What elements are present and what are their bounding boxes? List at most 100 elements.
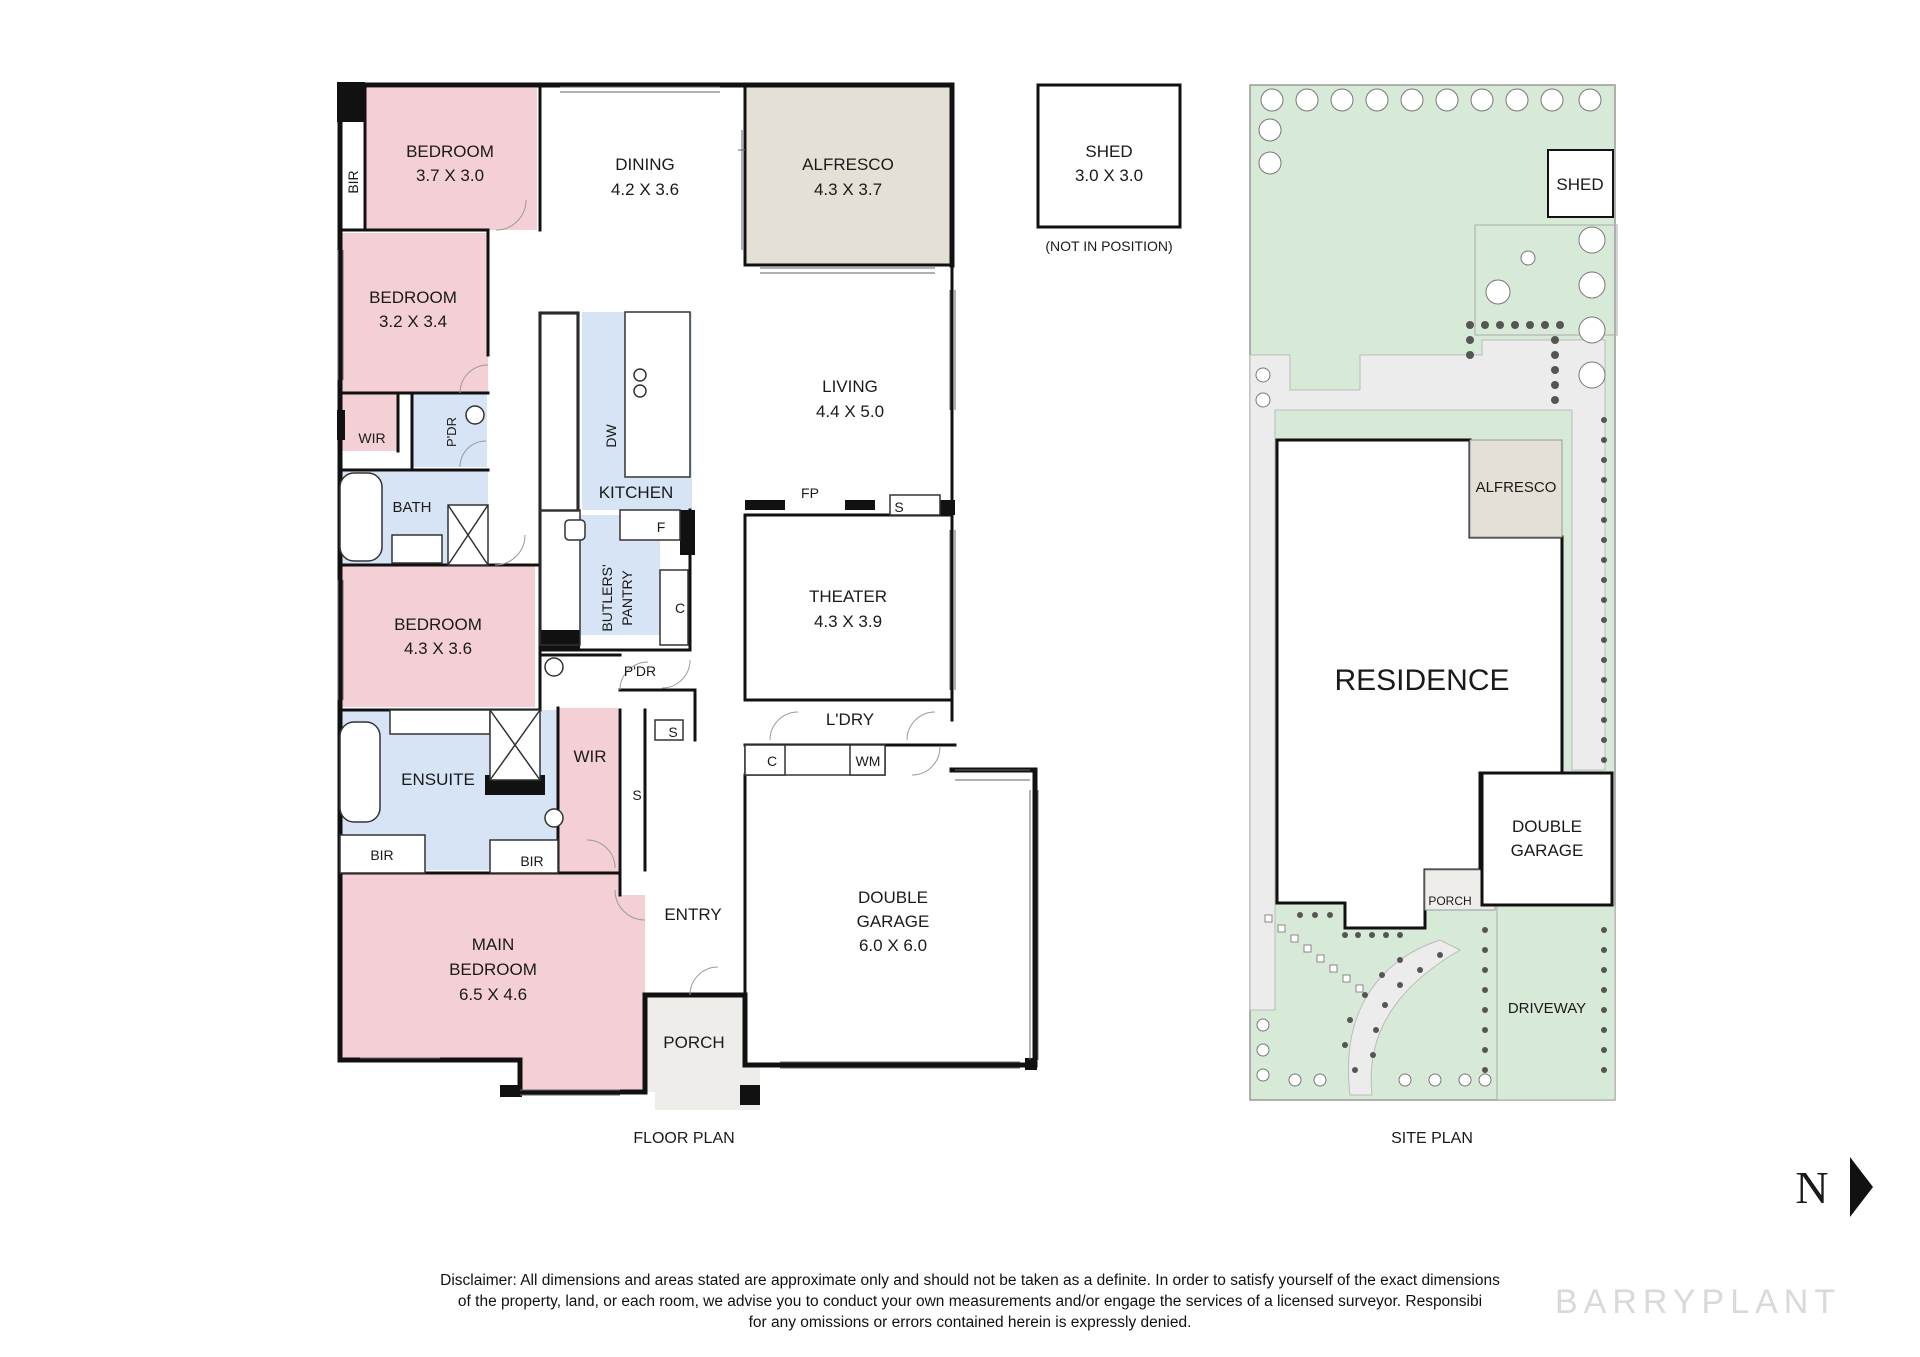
shed-note: (NOT IN POSITION) [1045,238,1172,254]
bir-box-2 [489,839,559,874]
pdr-label-2: P'DR [624,663,656,679]
main-bedroom-label-2: BEDROOM [449,960,537,979]
pantry-label-2: PANTRY [619,570,635,626]
room-labels: BEDROOM 3.7 X 3.0 DINING 4.2 X 3.6 ALFRE… [369,142,929,1147]
vanity-2 [389,709,491,735]
alfresco-label: ALFRESCO [802,155,894,174]
s-box-2 [889,494,941,516]
theater-label: THEATER [809,587,887,606]
disclaimer-line-3: for any omissions or errors contained he… [748,1314,1192,1331]
bedroom-3-label: BEDROOM [394,615,482,634]
bedroom-2-label: BEDROOM [369,288,457,307]
main-bedroom-label-1: MAIN [472,935,515,954]
site-driveway-label: DRIVEWAY [1508,1000,1586,1017]
shed-dims: 3.0 X 3.0 [1075,166,1143,185]
residence-label: RESIDENCE [1334,664,1509,697]
theater-dims: 4.3 X 3.9 [814,612,882,631]
side-path [1249,339,1606,1011]
fixtures [339,83,1182,874]
bedroom-2-dims: 3.2 X 3.4 [379,312,447,331]
kitchen-label: KITCHEN [599,483,674,502]
bir-label-3: BIR [520,853,543,869]
s-label-2: S [668,724,677,740]
dining-dims: 4.2 X 3.6 [611,180,679,199]
shed-standalone: SHED 3.0 X 3.0 (NOT IN POSITION) [1045,142,1172,254]
stepping-stones [1264,914,1364,993]
bedroom-1-label: BEDROOM [406,142,494,161]
site-garage-label-1: DOUBLE [1512,817,1582,836]
site-plan-caption: SITE PLAN [1391,1130,1473,1147]
s-label-3: S [632,787,641,803]
fridge-box [619,509,681,541]
site-labels: SHED ALFRESCO RESIDENCE DOUBLE GARAGE PO… [1334,175,1603,1147]
wir-main-label: WIR [573,747,606,766]
c-box-2 [744,744,786,776]
bedroom-1-fill [365,88,537,230]
pantry-label-1: BUTLERS' [599,564,615,631]
floor-plan: BEDROOM 3.7 X 3.0 DINING 4.2 X 3.6 ALFRE… [337,82,1182,1147]
driveway-area [1496,904,1616,1101]
garage-label-1: DOUBLE [858,888,928,907]
bir-label-1: BIR [345,170,361,193]
porch-fill [643,995,760,1110]
c-label-2: C [767,753,777,769]
c-box-1 [659,569,689,646]
brand-logo: BARRYPLANT [1555,1283,1842,1321]
fp-label: FP [801,485,819,501]
bedroom-1-dims: 3.7 X 3.0 [416,166,484,185]
bath-tub-1 [339,472,383,562]
disclaimer-line-2: of the property, land, or each room, we … [457,1293,1483,1310]
bedroom-3-dims: 4.3 X 3.6 [404,639,472,658]
small-labels: BIR WIR P'DR DW F C FP S P'DR S S C WM B… [345,170,904,869]
bedroom-2-fill [340,233,488,393]
shed-label: SHED [1085,142,1132,161]
windows [337,86,1039,1096]
site-alfresco-label: ALFRESCO [1476,479,1557,496]
disclaimer-line-1: Disclaimer: All dimensions and areas sta… [440,1272,1500,1289]
north-arrow: N [1795,1157,1873,1217]
disclaimer: Disclaimer: All dimensions and areas sta… [300,1270,1640,1333]
site-porch-label: PORCH [1428,894,1471,908]
porch-label: PORCH [663,1033,724,1052]
door-swings [459,199,941,996]
living-dims: 4.4 X 5.0 [816,402,884,421]
yard-box [1474,224,1618,336]
living-label: LIVING [822,377,878,396]
garage-dims: 6.0 X 6.0 [859,936,927,955]
site-plan: SHED ALFRESCO RESIDENCE DOUBLE GARAGE PO… [1249,84,1618,1147]
bir-box-1 [339,834,426,874]
alfresco-fill [745,85,952,265]
bath-tub-2 [339,721,381,823]
site-garage-label-2: GARAGE [1511,841,1584,860]
site-shed [1547,149,1614,218]
wm-box [849,744,886,776]
north-arrow-icon [1850,1157,1873,1217]
entry-label: ENTRY [664,905,721,924]
north-label: N [1795,1162,1828,1213]
wm-label: WM [856,753,881,769]
site-shed-label: SHED [1556,175,1603,194]
bir-label-2: BIR [370,847,393,863]
wir-label-2: WIR [358,430,385,446]
c-label-1: C [675,600,685,616]
s-box-1 [654,719,684,741]
wir-2-fill [340,393,398,451]
bath-label: BATH [393,499,432,516]
shed-box [1036,83,1182,229]
main-bedroom-fill [340,873,645,1092]
f-label: F [657,519,666,535]
vanity-1 [391,534,443,564]
laundry-label: L'DRY [826,710,874,729]
site-garage [1480,771,1614,907]
dw-label: DW [603,424,619,448]
site-alfresco [1469,439,1563,538]
floor-plan-caption: FLOOR PLAN [633,1130,734,1147]
ensuite-label: ENSUITE [401,770,475,789]
wir-main-fill [558,708,618,873]
alfresco-dims: 4.3 X 3.7 [814,180,882,199]
hedges [1297,321,1607,1073]
pdr-label-1: P'DR [444,417,459,447]
dining-label: DINING [615,155,675,174]
main-bedroom-dims: 6.5 X 4.6 [459,985,527,1004]
s-label-1: S [894,499,903,515]
